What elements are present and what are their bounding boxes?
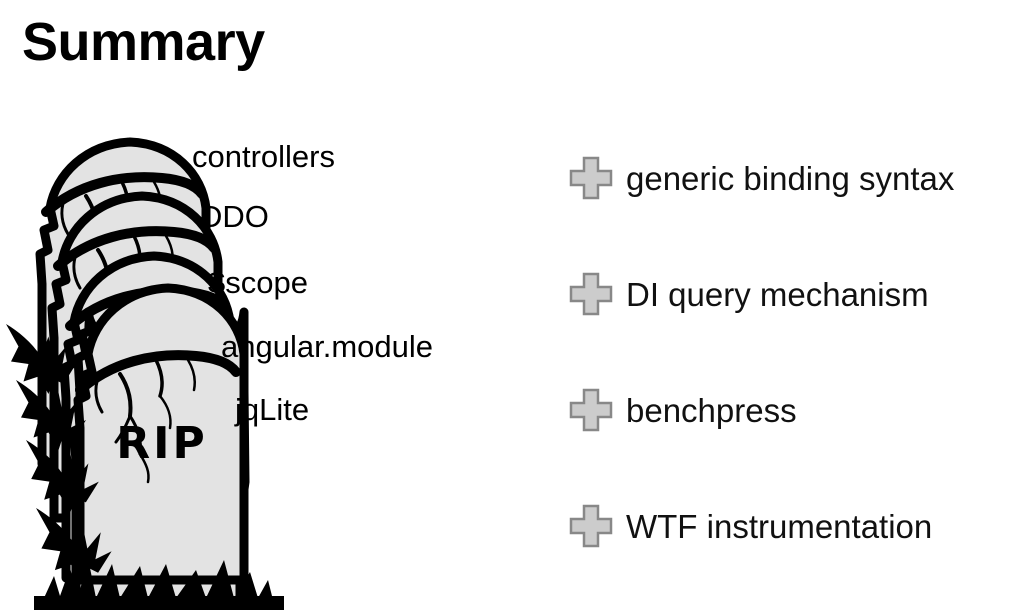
list-item: WTF instrumentation: [568, 500, 1024, 552]
list-item: generic binding syntax: [568, 152, 1024, 204]
deprecated-label-scope: $scope: [208, 265, 308, 300]
tombstone-stack-illustration: RIP: [0, 128, 290, 610]
deprecated-label-jqlite: jqLite: [235, 392, 310, 427]
deprecated-label-controllers: controllers: [192, 139, 335, 174]
page-title: Summary: [22, 12, 265, 72]
new-features-list: generic binding syntax DI query mechanis…: [568, 152, 1024, 552]
plus-icon: [569, 388, 613, 432]
deprecated-label-ddo: DDO: [200, 199, 269, 234]
new-feature-label: benchpress: [626, 391, 797, 429]
plus-icon: [569, 504, 613, 548]
new-feature-label: generic binding syntax: [626, 159, 955, 197]
list-item: benchpress: [568, 384, 1024, 436]
epitaph-text: RIP: [116, 418, 208, 469]
plus-icon: [569, 156, 613, 200]
new-feature-label: DI query mechanism: [626, 275, 929, 313]
deprecated-label-angular-module: angular.module: [221, 329, 433, 364]
new-feature-label: WTF instrumentation: [626, 507, 933, 545]
plus-icon: [569, 272, 613, 316]
list-item: DI query mechanism: [568, 268, 1024, 320]
